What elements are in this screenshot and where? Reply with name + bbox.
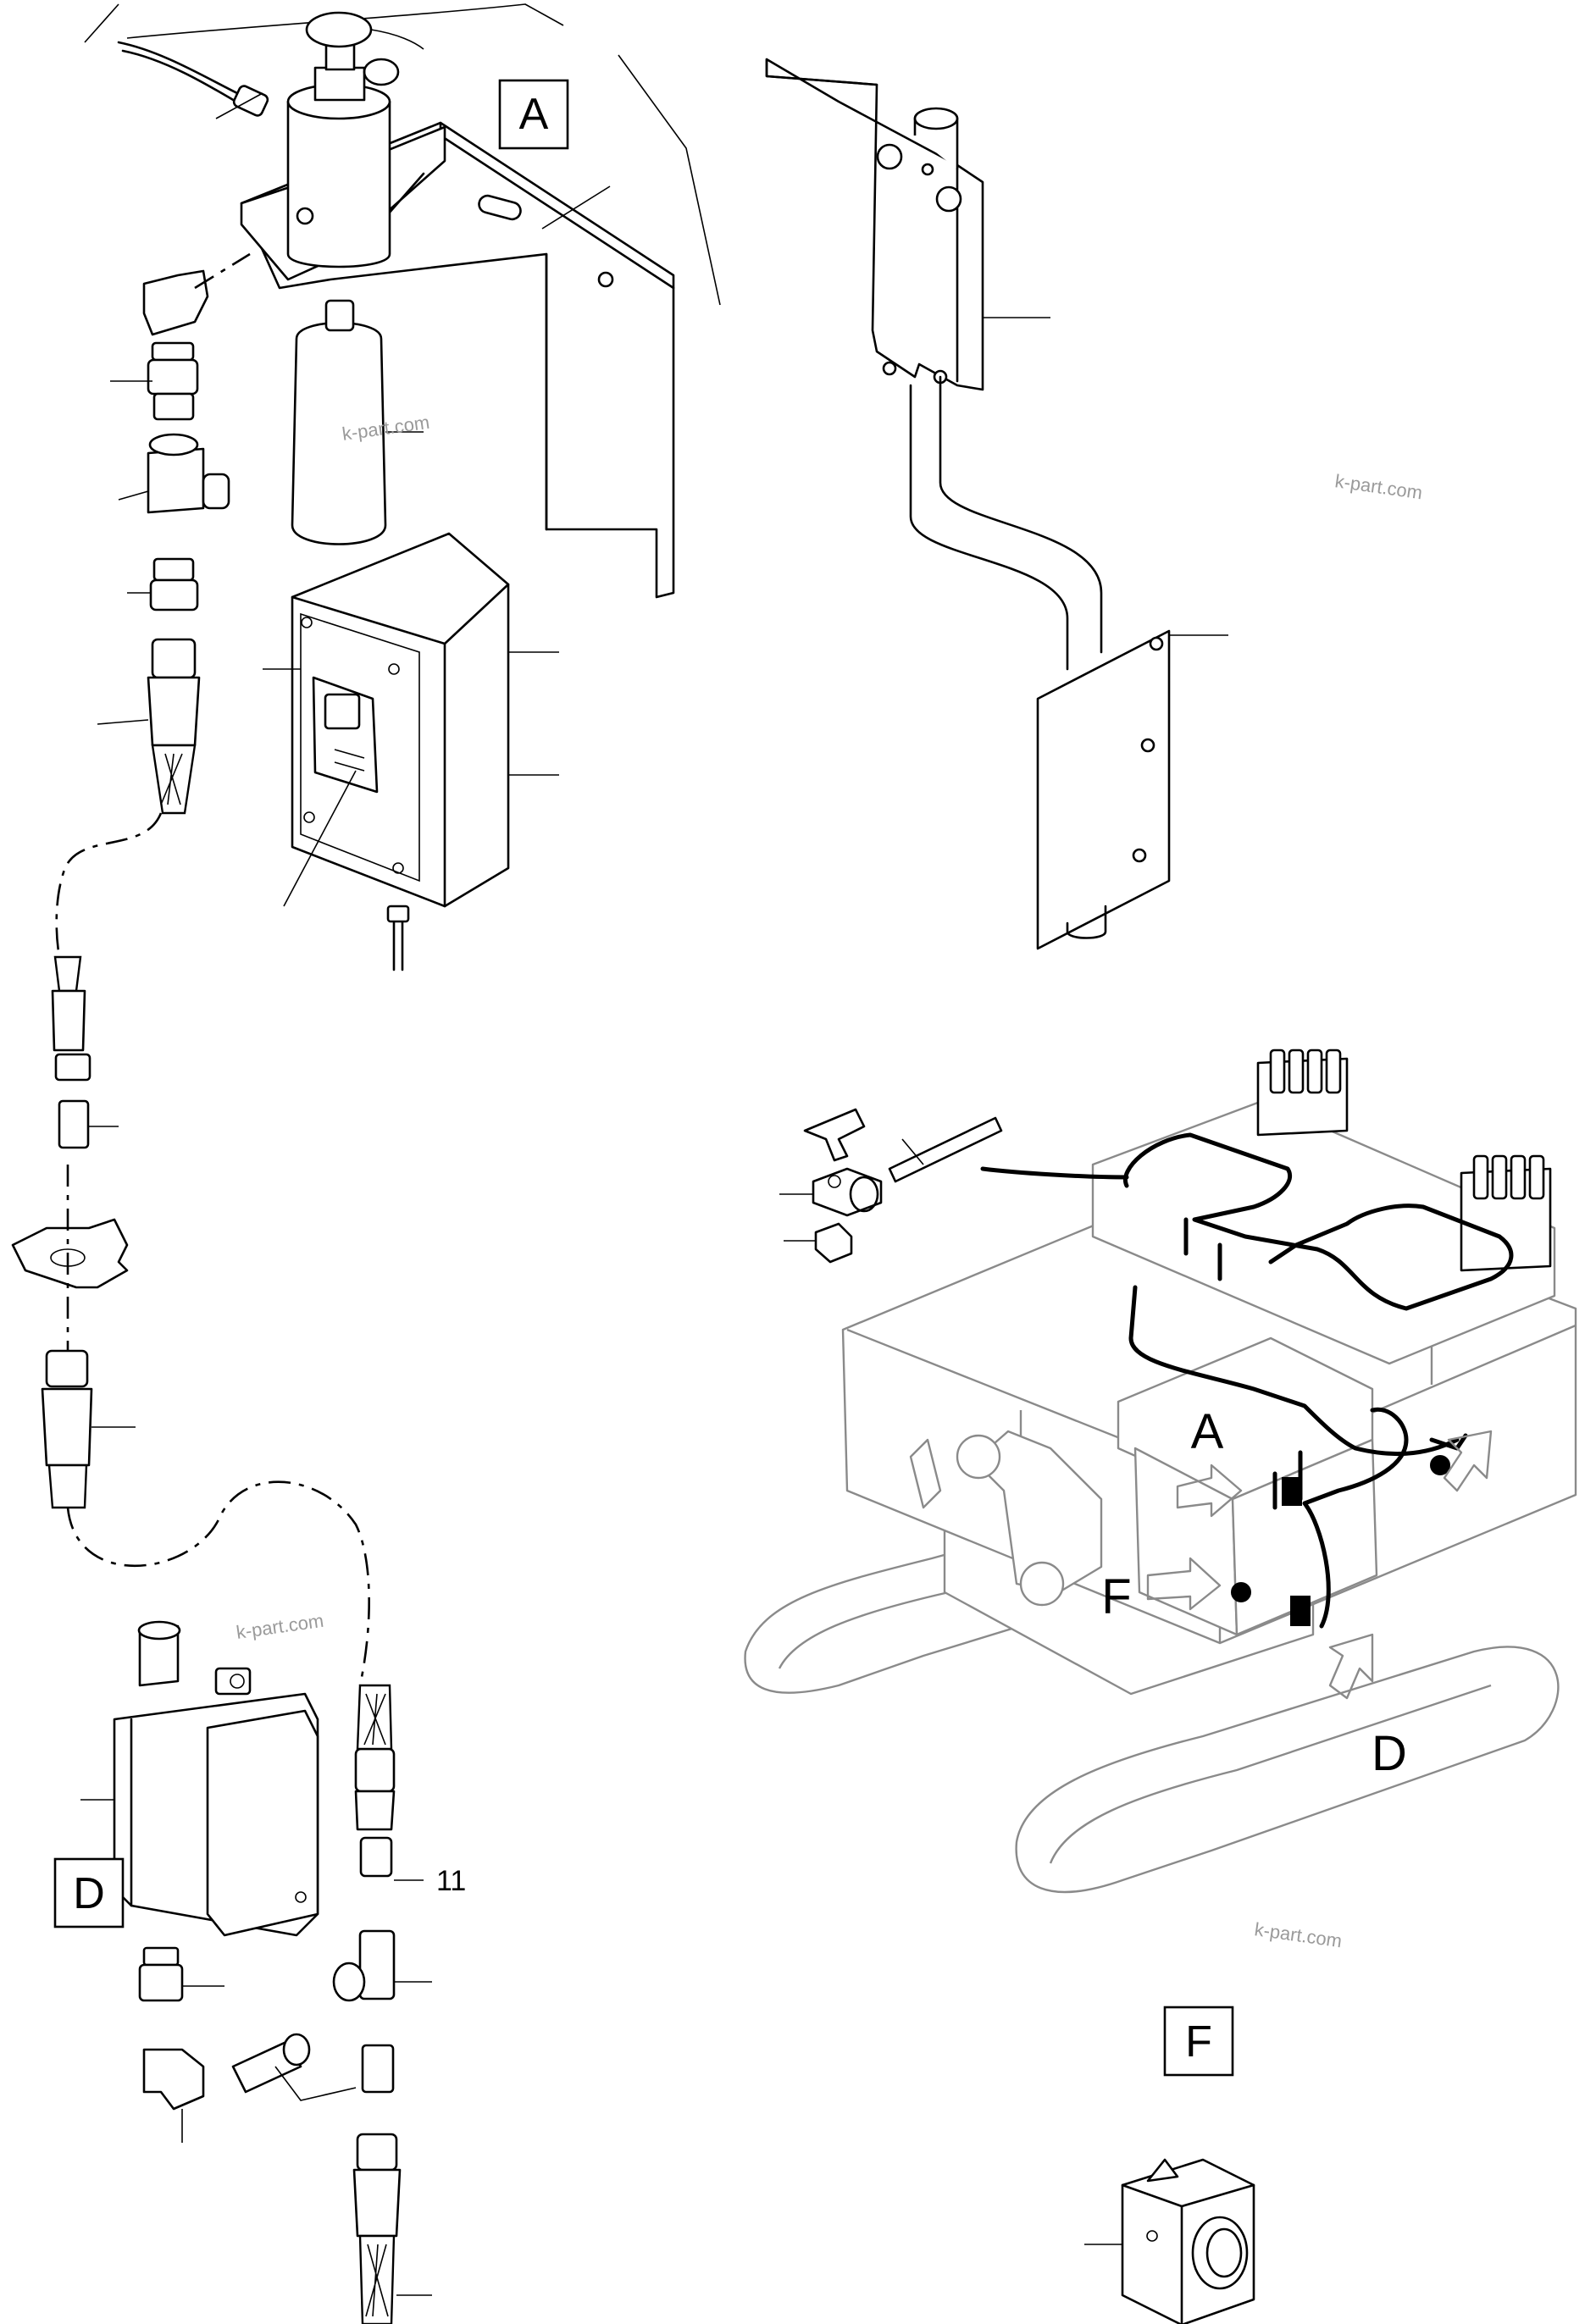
- view-d-assembly: [80, 1620, 432, 2324]
- machine-overview: [744, 1049, 1577, 1894]
- view-a-frame: [498, 79, 569, 150]
- fire-suppression-bracket-assembly: [84, 3, 721, 971]
- part-number-11: 11: [436, 1865, 466, 1897]
- pedal-bracket: [765, 58, 1228, 950]
- machine-label-d: D: [1372, 1726, 1407, 1781]
- hose-loop: [66, 1480, 370, 1686]
- machine-label-a: A: [1191, 1404, 1224, 1459]
- view-f-frame: [1163, 2006, 1234, 2077]
- view-d-frame: [53, 1857, 125, 1928]
- view-d-label: D: [73, 1869, 105, 1918]
- watermark: k-part.com: [1333, 470, 1423, 503]
- view-f-assembly: [1084, 2158, 1255, 2324]
- watermark: k-part.com: [1253, 1918, 1343, 1951]
- view-a-label: A: [519, 90, 549, 139]
- view-f-label: F: [1185, 2017, 1212, 2067]
- hose-line: [11, 812, 163, 1509]
- machine-label-f: F: [1101, 1569, 1131, 1624]
- watermark: k-part.com: [235, 1610, 324, 1643]
